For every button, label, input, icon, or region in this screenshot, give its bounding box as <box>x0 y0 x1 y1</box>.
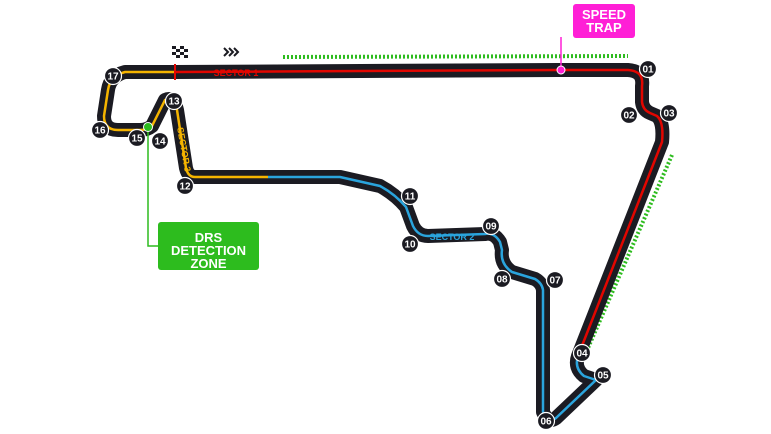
turn-marker-08: 08 <box>492 269 512 289</box>
turn-marker-14: 14 <box>150 131 170 151</box>
drs-zone-main-straight <box>282 54 629 59</box>
speed-trap-line-2: TRAP <box>586 20 622 35</box>
turn-label: 02 <box>623 111 635 122</box>
turn-label: 03 <box>663 109 675 120</box>
turn-label: 13 <box>168 97 180 108</box>
turn-marker-10: 10 <box>400 234 420 254</box>
turn-marker-13: 13 <box>164 91 184 111</box>
turn-label: 17 <box>107 72 119 83</box>
sector-2-line <box>268 175 598 422</box>
speed-trap-line-1: SPEED <box>581 7 627 22</box>
turn-label: 07 <box>549 276 561 287</box>
turn-label: 05 <box>597 371 609 382</box>
turn-label: 15 <box>131 134 143 145</box>
turn-marker-04: 04 <box>572 343 592 363</box>
turn-marker-06: 06 <box>536 411 556 431</box>
turn-label: 10 <box>404 240 416 251</box>
turn-marker-17: 17 <box>103 66 123 86</box>
drs-detection-callout: DRS DETECTION ZONE <box>158 222 259 270</box>
turn-marker-09: 09 <box>481 216 501 236</box>
speed-trap-marker <box>556 37 566 75</box>
speed-trap-callout: SPEED TRAP <box>573 4 635 38</box>
turn-label: 08 <box>496 275 508 286</box>
direction-chevrons-icon <box>223 47 240 57</box>
turn-label: 16 <box>94 126 106 137</box>
turn-marker-11: 11 <box>400 186 420 206</box>
drs-detection-line-3: ZONE <box>190 256 227 271</box>
drs-detection-line-1: DRS <box>194 230 223 245</box>
turn-marker-03: 03 <box>659 103 679 123</box>
turn-marker-02: 02 <box>619 105 639 125</box>
turn-marker-16: 16 <box>90 120 110 140</box>
turn-label: 06 <box>540 417 552 428</box>
turn-marker-15: 15 <box>127 128 147 148</box>
turn-marker-12: 12 <box>175 176 195 196</box>
sector-2-label: SECTOR 2 <box>430 232 475 242</box>
turn-label: 11 <box>405 192 416 203</box>
turn-markers: 01 02 03 04 05 06 07 08 09 10 11 12 13 14 15 16 17 <box>90 59 679 431</box>
drs-zones <box>282 54 674 349</box>
drs-detection-marker <box>143 122 158 247</box>
turn-label: 09 <box>485 222 497 233</box>
turn-label: 12 <box>179 182 191 193</box>
turn-marker-01: 01 <box>638 59 658 79</box>
drs-zone-back-straight <box>586 154 674 349</box>
drs-detection-line-2: DETECTION <box>170 243 247 258</box>
turn-label: 01 <box>642 65 654 76</box>
turn-marker-05: 05 <box>593 365 613 385</box>
chequered-flag-icon <box>172 46 188 58</box>
turn-marker-07: 07 <box>545 270 565 290</box>
sector-1-label: SECTOR 1 <box>214 68 259 78</box>
turn-label: 14 <box>154 137 166 148</box>
sector-1-line <box>174 68 664 357</box>
turn-label: 04 <box>576 349 588 360</box>
